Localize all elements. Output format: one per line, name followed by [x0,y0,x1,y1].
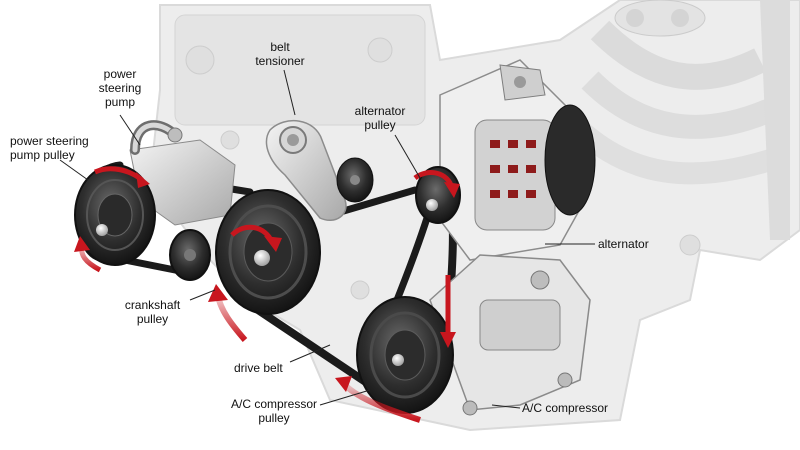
alternator-body [439,59,596,261]
alternator-label: alternator [598,237,649,251]
pulley-icon [254,250,270,266]
crankshaft-pulley [215,189,321,315]
label-line: steering [98,81,142,95]
label-line: pulley [364,118,396,132]
ac-compressor-label: A/C compressor [522,401,609,415]
drive-belt-label: drive belt [234,361,283,375]
power-steering-pump-pulley [74,164,156,266]
power-steering-pump-label: power steering pump [85,67,155,109]
label-line: power steering [10,134,89,148]
label-line: A/C compressor [230,397,318,411]
pulley-icon [392,354,404,366]
label-line: pulley [258,411,290,425]
ac-compressor-body [429,254,591,416]
ac-compressor-pulley [356,296,454,414]
label-line: tensioner [255,54,305,68]
power-steering-pump-pulley-label: power steering pump pulley [10,134,89,162]
label-line: pump [104,95,136,109]
belt-tensioner-label: belt tensioner [250,40,310,68]
crankshaft-pulley-label: crankshaft pulley [115,298,190,326]
idler-pulley [169,229,211,281]
label-line: belt [270,40,290,54]
label-line: power [103,67,137,81]
leader-lines [59,69,595,409]
alternator-pulley-label: alternator pulley [345,104,415,132]
label-line: crankshaft [124,298,181,312]
pulley-icon [426,199,438,211]
pulley-icon [96,224,108,236]
label-line: alternator [354,104,406,118]
belt-tensioner [265,120,374,221]
ac-compressor-pulley-label: A/C compressor pulley [222,397,326,425]
red-rotation-arrow-icon [74,166,460,423]
label-line: pump pulley [10,148,75,162]
label-line: pulley [136,312,169,326]
